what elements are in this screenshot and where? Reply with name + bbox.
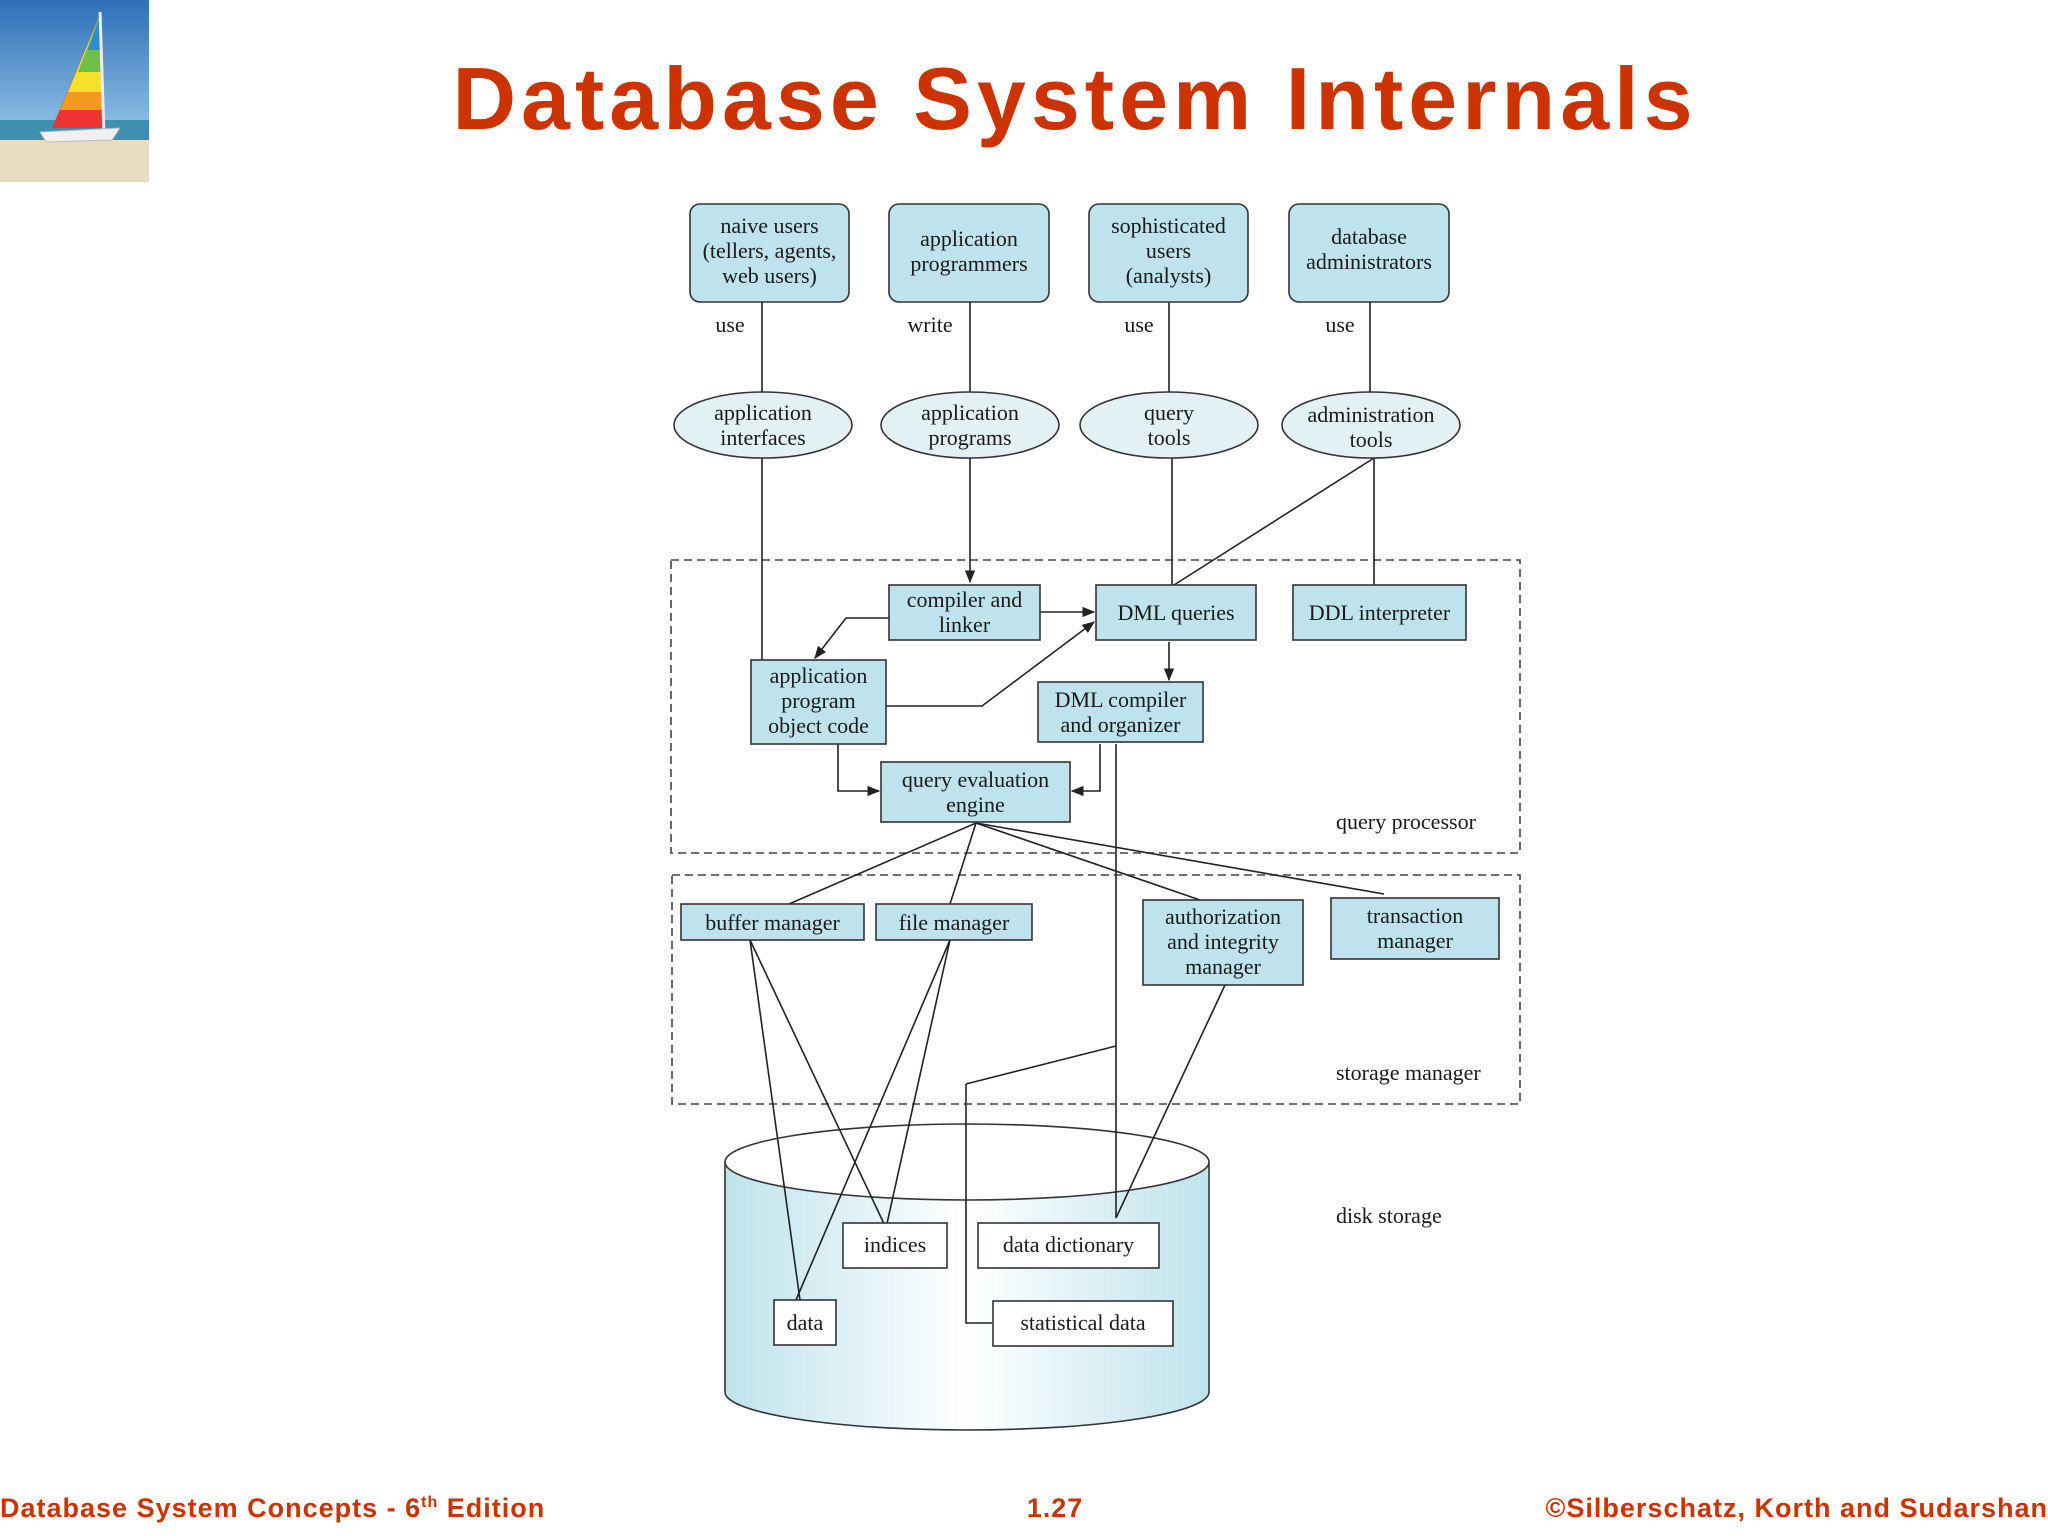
compiler-line-2: linker: [939, 612, 991, 637]
verb-dba: use: [1325, 312, 1354, 337]
storage-manager-label: storage manager: [1336, 1060, 1481, 1085]
transaction-line-2: manager: [1377, 928, 1453, 953]
user-sophisticated-line-2: users: [1146, 238, 1191, 263]
tool-interfaces-line-1: application: [714, 400, 812, 425]
user-sophisticated-line-1: sophisticated: [1111, 213, 1226, 238]
data-dictionary-box: data dictionary: [977, 1222, 1160, 1269]
tool-administration-tools: administration tools: [1281, 391, 1461, 459]
ddl-interpreter-label: DDL interpreter: [1309, 600, 1451, 625]
tool-interfaces-line-2: interfaces: [720, 425, 806, 450]
transaction-manager-box: transaction manager: [1330, 897, 1500, 960]
tool-programs-line-2: programs: [928, 425, 1011, 450]
buffer-manager-box: buffer manager: [680, 903, 865, 941]
footer-book-title-text: Database System Concepts - 6: [0, 1493, 422, 1523]
footer-copyright: ©Silberschatz, Korth and Sudarshan: [1545, 1493, 2048, 1523]
data-label: data: [787, 1310, 824, 1335]
query-processor-region: [670, 559, 1521, 854]
object-code-box: application program object code: [750, 659, 887, 745]
authorization-line-3: manager: [1185, 954, 1261, 979]
authorization-line-1: authorization: [1165, 904, 1281, 929]
dml-queries-box: DML queries: [1095, 584, 1257, 641]
file-manager-label: file manager: [899, 910, 1010, 935]
user-naive-line-2: (tellers, agents,: [703, 238, 837, 263]
object-code-line-3: object code: [768, 713, 869, 738]
user-dba: database administrators: [1288, 203, 1450, 303]
tool-admin-line-1: administration: [1307, 402, 1434, 427]
dml-queries-label: DML queries: [1117, 600, 1234, 625]
user-programmers-line-1: application: [920, 226, 1018, 251]
verb-programmers: write: [907, 312, 952, 337]
user-sophisticated-line-3: (analysts): [1126, 263, 1212, 288]
file-manager-box: file manager: [875, 903, 1033, 941]
user-sophisticated: sophisticated users (analysts): [1088, 203, 1249, 303]
footer-edition-text: Edition: [438, 1493, 546, 1523]
user-naive-line-1: naive users: [720, 213, 818, 238]
disk-storage-label: disk storage: [1336, 1203, 1442, 1228]
user-dba-line-1: database: [1331, 224, 1407, 249]
query-engine-line-2: engine: [946, 792, 1005, 817]
sailboat-logo-icon: [0, 0, 149, 182]
dml-compiler-box: DML compiler and organizer: [1037, 681, 1204, 743]
connector-lines: [749, 302, 1385, 1324]
object-code-line-2: program: [781, 688, 856, 713]
tool-admin-line-2: tools: [1350, 427, 1393, 452]
statistical-data-label: statistical data: [1020, 1310, 1145, 1335]
tool-query-line-1: query: [1144, 400, 1194, 425]
query-engine-line-1: query evaluation: [902, 767, 1049, 792]
dml-compiler-line-1: DML compiler: [1055, 687, 1187, 712]
footer-book-title: Database System Concepts - 6th Edition: [0, 1493, 545, 1529]
tool-application-interfaces: application interfaces: [673, 391, 853, 459]
indices-label: indices: [864, 1232, 926, 1257]
verb-sophisticated: use: [1124, 312, 1153, 337]
compiler-line-1: compiler and: [907, 587, 1022, 612]
data-dictionary-label: data dictionary: [1003, 1232, 1134, 1257]
user-programmers: application programmers: [888, 203, 1050, 303]
tool-query-line-2: tools: [1148, 425, 1191, 450]
compiler-and-linker-box: compiler and linker: [888, 584, 1041, 641]
footer-edition-superscript: th: [421, 1494, 439, 1511]
authorization-line-2: and integrity: [1167, 929, 1279, 954]
verb-naive: use: [715, 312, 744, 337]
tool-application-programs: application programs: [880, 391, 1060, 459]
transaction-line-1: transaction: [1367, 903, 1464, 928]
user-programmers-line-2: programmers: [910, 251, 1027, 276]
object-code-line-1: application: [770, 663, 868, 688]
storage-manager-region: [671, 874, 1521, 1105]
buffer-manager-label: buffer manager: [705, 910, 840, 935]
statistical-data-box: statistical data: [992, 1300, 1174, 1347]
user-naive: naive users (tellers, agents, web users): [689, 203, 850, 303]
dml-compiler-line-2: and organizer: [1061, 712, 1182, 737]
ddl-interpreter-box: DDL interpreter: [1292, 584, 1467, 641]
footer-slide-number: 1.27: [1026, 1493, 1084, 1523]
data-box: data: [773, 1299, 837, 1346]
indices-box: indices: [842, 1222, 948, 1269]
authorization-integrity-manager-box: authorization and integrity manager: [1142, 899, 1304, 986]
query-processor-label: query processor: [1336, 809, 1477, 834]
tool-programs-line-1: application: [921, 400, 1019, 425]
slide-title: Database System Internals: [452, 49, 1698, 148]
user-dba-line-2: administrators: [1306, 249, 1432, 274]
query-evaluation-engine-box: query evaluation engine: [880, 761, 1071, 823]
user-naive-line-3: web users): [722, 263, 817, 288]
tool-query-tools: query tools: [1079, 391, 1259, 459]
